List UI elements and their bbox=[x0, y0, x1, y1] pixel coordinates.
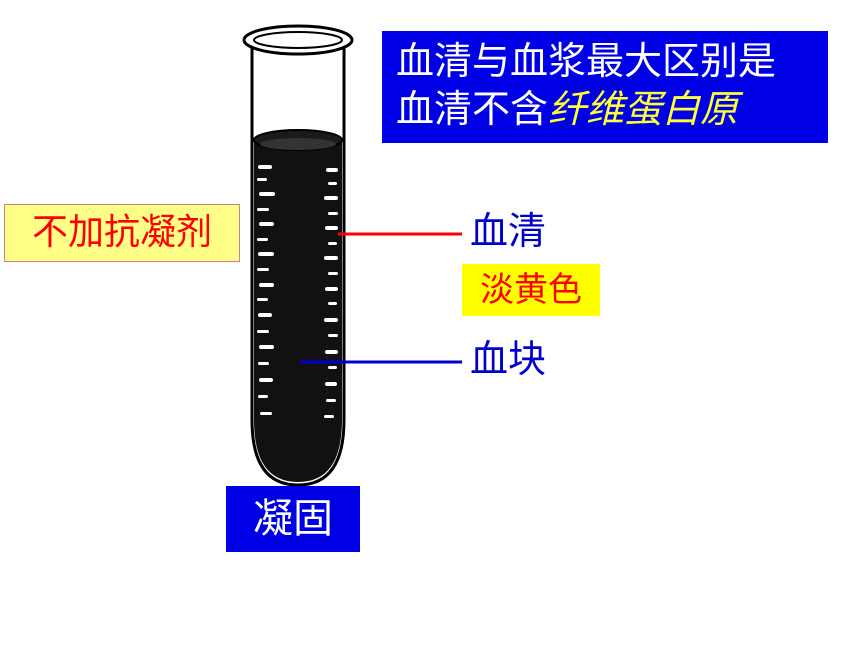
no-anticoagulant-label: 不加抗凝剂 bbox=[4, 204, 240, 262]
clot-label: 血块 bbox=[470, 337, 547, 381]
info-line-2: 血清不含纤维蛋白原 bbox=[396, 85, 828, 133]
info-line-2-prefix: 血清不含 bbox=[396, 87, 549, 131]
info-highlight: 纤维蛋白原 bbox=[548, 87, 739, 131]
info-line-1: 血清与血浆最大区别是 bbox=[396, 39, 777, 83]
info-box: 血清与血浆最大区别是 血清不含纤维蛋白原 bbox=[382, 31, 828, 143]
serum-label: 血清 bbox=[470, 209, 547, 253]
coagulation-label: 凝固 bbox=[226, 486, 360, 552]
pale-yellow-tag: 淡黄色 bbox=[462, 264, 600, 316]
